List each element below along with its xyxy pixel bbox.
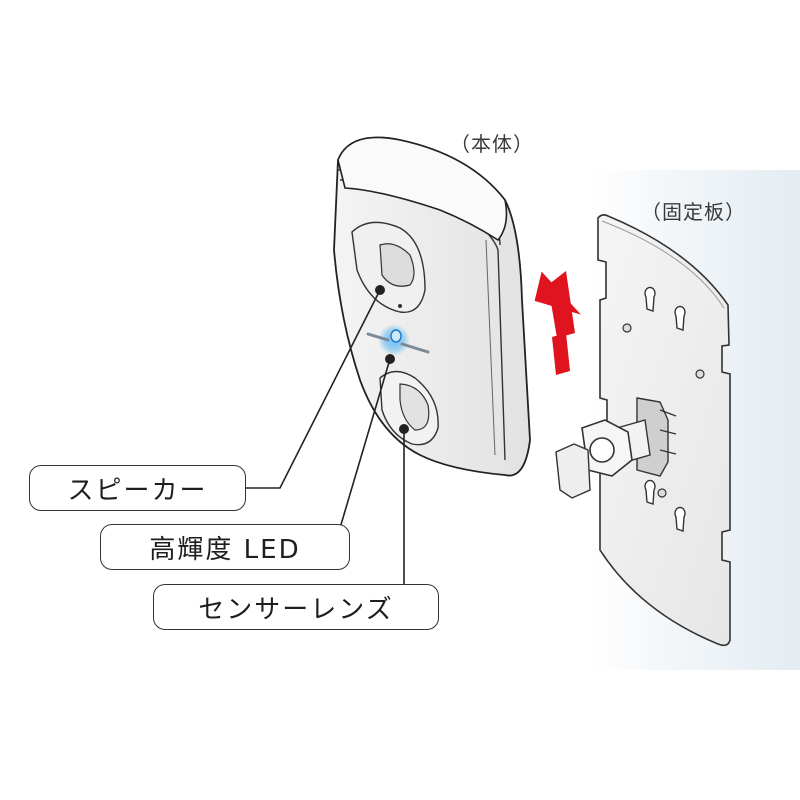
keyhole-icon (644, 286, 686, 532)
callout-sensor-lens-label: センサーレンズ (198, 594, 394, 625)
callout-speaker: スピーカー (29, 465, 246, 511)
callout-led: 高輝度 LED (100, 524, 350, 570)
leader-dots (375, 285, 409, 434)
callout-led-label: 高輝度 LED (149, 534, 301, 565)
callout-speaker-label: スピーカー (67, 475, 208, 506)
slide-up-arrow-icon (534, 271, 581, 375)
led-icon (390, 329, 402, 343)
mounting-plate (555, 214, 731, 647)
device-body (333, 136, 531, 477)
caption-mounting-plate: （固定板） (641, 200, 746, 224)
callout-sensor-lens: センサーレンズ (153, 584, 439, 630)
leader-lines (246, 289, 405, 585)
screw-icon (622, 323, 705, 498)
brand-logo (366, 332, 430, 354)
caption-body: （本体） (450, 132, 534, 156)
